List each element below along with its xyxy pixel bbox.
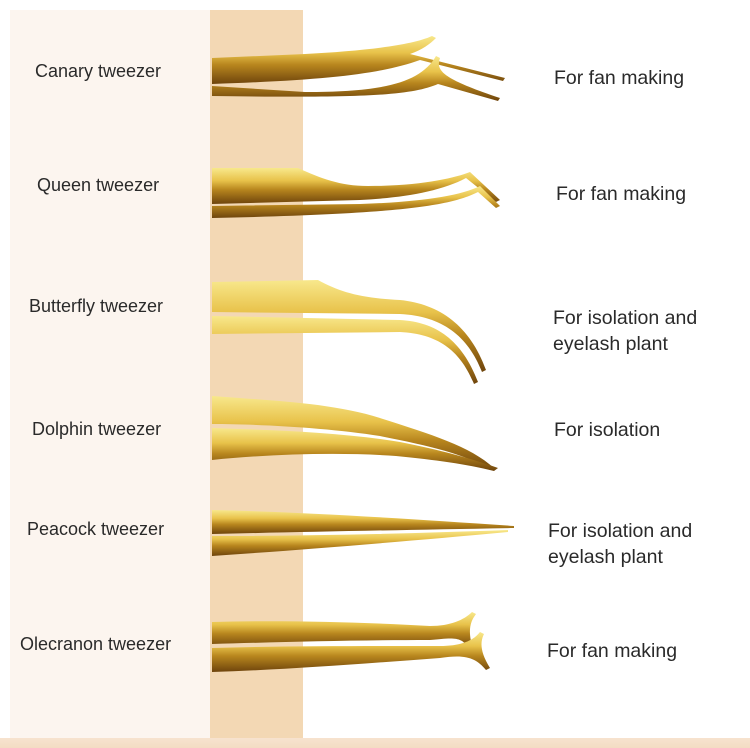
tweezer-use-olecranon: For fan making [547,640,678,662]
olecranon-tweezer-icon [212,612,490,672]
bottom-strip [0,738,750,748]
tweezer-name-butterfly: Butterfly tweezer [29,296,164,316]
dolphin-tweezer-icon [212,396,498,471]
tweezer-use-canary: For fan making [554,67,685,89]
tweezer-name-dolphin: Dolphin tweezer [32,419,162,439]
tweezer-name-olecranon: Olecranon tweezer [20,634,172,654]
tan-band [210,10,303,738]
queen-tweezer-icon [212,168,500,218]
tweezer-use-butterfly: For isolation and eyelash plant [553,307,698,355]
tweezer-name-canary: Canary tweezer [35,61,162,81]
canary-tweezer-icon [212,36,505,101]
tweezer-name-queen: Queen tweezer [37,175,160,195]
butterfly-tweezer-icon [212,280,486,384]
tweezer-use-queen: For fan making [556,183,687,205]
name-column-panel [10,10,210,738]
tweezer-use-peacock: For isolation and eyelash plant [548,520,693,568]
peacock-tweezer-icon [212,510,514,556]
tweezer-use-dolphin: For isolation [554,419,661,441]
tweezer-name-peacock: Peacock tweezer [27,519,165,539]
